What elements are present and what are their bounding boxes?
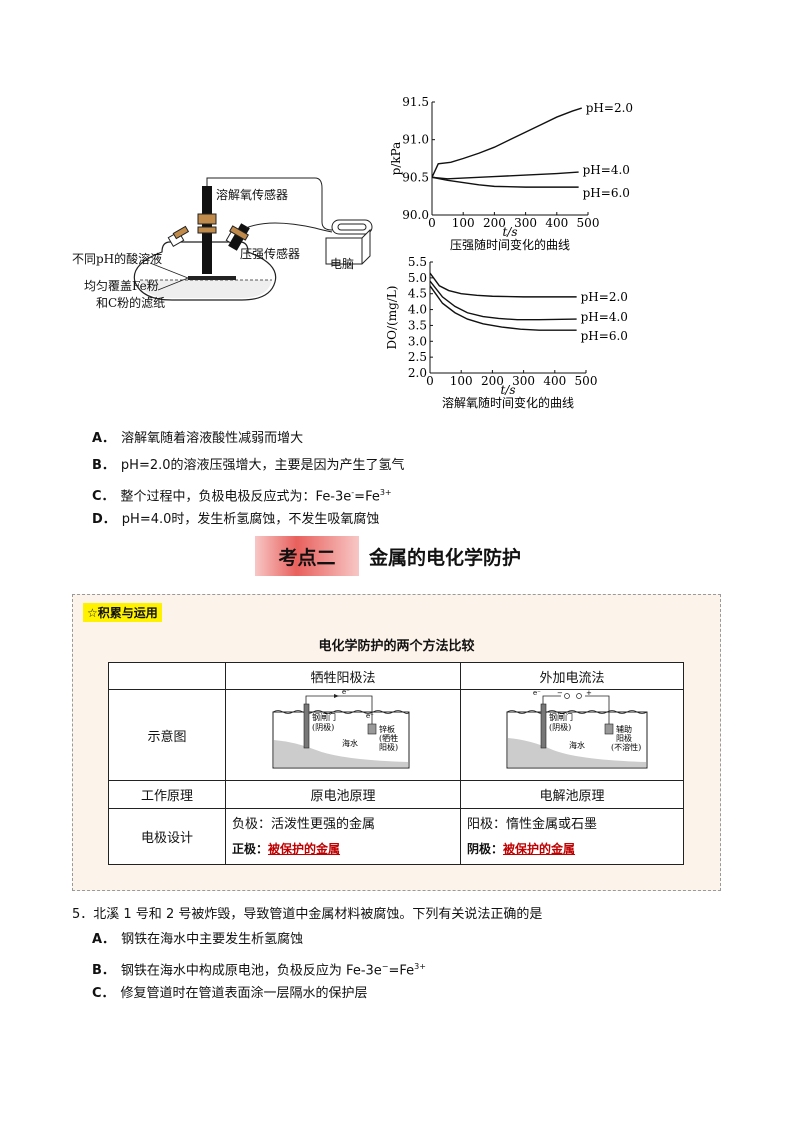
option-a: A．溶解氧随着溶液酸性减弱而增大 (92, 431, 304, 446)
y-tick-label: 2.0 (408, 366, 427, 380)
x-axis-label: t/s (502, 225, 517, 239)
d1-electron-2: e⁻ (366, 712, 374, 720)
pressure-chart: 0 100 200 300 400 500 90.0 90.5 91.0 91.5 pH=2.0 pH… (390, 95, 633, 252)
d2-aux-2: 阳极 (616, 733, 632, 743)
solution-label: 不同pH的酸溶液 (72, 252, 163, 266)
y-axis-label: p/kPa (390, 142, 403, 176)
x-tick-label: 400 (545, 216, 568, 230)
filter-paper-label-2: 和C粉的滤纸 (96, 296, 166, 310)
x-tick-label: 200 (481, 374, 504, 388)
electrode-sacrificial: 负极：活泼性更强的金属 正极：被保护的金属 (225, 808, 461, 865)
y-tick-label: 4.0 (408, 303, 427, 317)
electrode-impressed: 阳极：惰性金属或石墨 阴极：被保护的金属 (460, 808, 684, 865)
d1-zinc-2: (牺牲 (379, 733, 398, 743)
series-label: pH=2.0 (586, 101, 633, 115)
series-label: pH=6.0 (581, 329, 628, 343)
y-tick-label: 90.0 (402, 208, 429, 222)
series-label: pH=2.0 (581, 290, 628, 304)
series-line-pH=2.0 (431, 107, 582, 178)
y-tick-label: 3.0 (408, 334, 427, 348)
apparatus-diagram (133, 177, 373, 301)
d2-aux-1: 辅助 (616, 724, 632, 734)
d1-electron: e⁻ (342, 690, 350, 696)
series-line-pH=4.0 (431, 171, 579, 180)
x-tick-label: 300 (514, 216, 537, 230)
svg-text:−: − (557, 690, 563, 697)
x-tick-label: 0 (428, 216, 436, 230)
diagram-impressed-cell: − + e⁻ 钢闸门 (阴极) 海水 辅助 阳极 (不溶性) (460, 689, 684, 781)
badge: ☆积累与运用 (83, 603, 162, 622)
series-label: pH=6.0 (583, 186, 630, 200)
series-line-pH=2.0 (429, 272, 577, 298)
principle-sacrificial: 原电池原理 (225, 780, 461, 809)
x-tick-label: 100 (450, 374, 473, 388)
y-tick-label: 5.5 (408, 255, 427, 269)
x-tick-label: 0 (426, 374, 434, 388)
row-diagram-label: 示意图 (108, 689, 226, 781)
y-tick-label: 3.5 (408, 318, 427, 332)
x-tick-label: 400 (543, 374, 566, 388)
d2-aux-3: (不溶性) (611, 742, 641, 752)
col-impressed: 外加电流法 (460, 662, 684, 690)
option-c: C．整个过程中，负极电极反应式为：Fe-3e-=Fe3+ (92, 488, 392, 505)
q5-option-a: A．钢铁在海水中主要发生析氢腐蚀 (92, 932, 304, 947)
col-sacrificial: 牺牲阳极法 (225, 662, 461, 690)
do-chart: 0 100 200 300 400 500 2.0 2.5 3.0 3.54.0 4.5 5.0 5.5… (385, 255, 628, 410)
diagram-sacrificial: e⁻ e⁻ 钢闸门 (阴极) 海水 锌板 (牺牲 阳极) (272, 688, 410, 769)
pressure-sensor-label: 压强传感器 (240, 247, 301, 261)
d2-gate-2: (阴极) (549, 722, 571, 732)
computer-label: 电脑 (330, 257, 355, 271)
svg-text:+: + (586, 690, 592, 697)
y-tick-label: 5.0 (408, 271, 427, 285)
row-principle-label: 工作原理 (108, 780, 226, 809)
series-line-pH=6.0 (429, 285, 577, 331)
section-tag: 考点二 (255, 536, 359, 576)
diagram-impressed: − + e⁻ 钢闸门 (阴极) 海水 辅助 阳极 (不溶性) (506, 689, 648, 769)
comparison-table: 牺牲阳极法 外加电流法 示意图 e⁻ e⁻ 钢闸门 (阴极) 海水 锌板 (牺牲… (108, 662, 684, 865)
star-icon: ☆ (87, 606, 98, 620)
series-line-pH=6.0 (431, 176, 579, 188)
diagram-sacrificial-cell: e⁻ e⁻ 钢闸门 (阴极) 海水 锌板 (牺牲 阳极) (225, 688, 461, 781)
d1-gate-2: (阴极) (312, 722, 334, 732)
y-tick-label: 91.5 (402, 95, 429, 109)
series-line-pH=4.0 (429, 280, 577, 321)
d1-gate-1: 钢闸门 (312, 712, 336, 722)
y-tick-label: 4.5 (408, 287, 427, 301)
d1-zinc-1: 锌板 (379, 724, 395, 734)
d1-water: 海水 (342, 738, 358, 748)
do-sensor-label: 溶解氧传感器 (216, 188, 289, 202)
table-title: 电化学防护的两个方法比较 (318, 639, 475, 654)
section-heading: 考点二 金属的电化学防护 (255, 536, 521, 576)
q5-option-c: C．修复管道时在管道表面涂一层隔水的保护层 (92, 986, 368, 1001)
option-b: B．pH=2.0的溶液压强增大，主要是因为产生了氢气 (92, 458, 405, 473)
q5-option-b: B．钢铁在海水中构成原电池，负极反应为 Fe-3e−=Fe3+ (92, 962, 426, 979)
q5-stem: 5．北溪 1 号和 2 号被炸毁，导致管道中金属材料被腐蚀。下列有关说法正确的是 (72, 907, 543, 922)
x-axis-label: t/s (500, 383, 515, 397)
x-tick-label: 500 (575, 374, 598, 388)
d1-zinc-3: 阳极) (379, 742, 398, 752)
series-label: pH=4.0 (581, 310, 628, 324)
y-tick-label: 2.5 (408, 350, 427, 364)
x-tick-label: 300 (512, 374, 535, 388)
d2-gate-1: 钢闸门 (549, 712, 573, 722)
chart-title: 溶解氧随时间变化的曲线 (442, 395, 574, 410)
y-axis-label: DO/(mg/L) (385, 286, 399, 350)
d2-electron: e⁻ (533, 690, 541, 697)
y-tick-label: 90.5 (402, 170, 429, 184)
x-tick-label: 500 (577, 216, 600, 230)
d2-water: 海水 (569, 740, 585, 750)
x-tick-label: 200 (483, 216, 506, 230)
series-label: pH=4.0 (583, 163, 630, 177)
principle-impressed: 电解池原理 (460, 780, 684, 809)
section-title: 金属的电化学防护 (369, 546, 522, 569)
x-tick-label: 100 (452, 216, 475, 230)
y-tick-label: 91.0 (402, 133, 429, 147)
filter-paper-label-1: 均匀覆盖Fe粉 (84, 279, 159, 293)
row-electrode-label: 电极设计 (108, 808, 226, 865)
chart-title: 压强随时间变化的曲线 (450, 237, 570, 252)
option-d: D．pH=4.0时，发生析氢腐蚀，不发生吸氧腐蚀 (92, 512, 380, 527)
